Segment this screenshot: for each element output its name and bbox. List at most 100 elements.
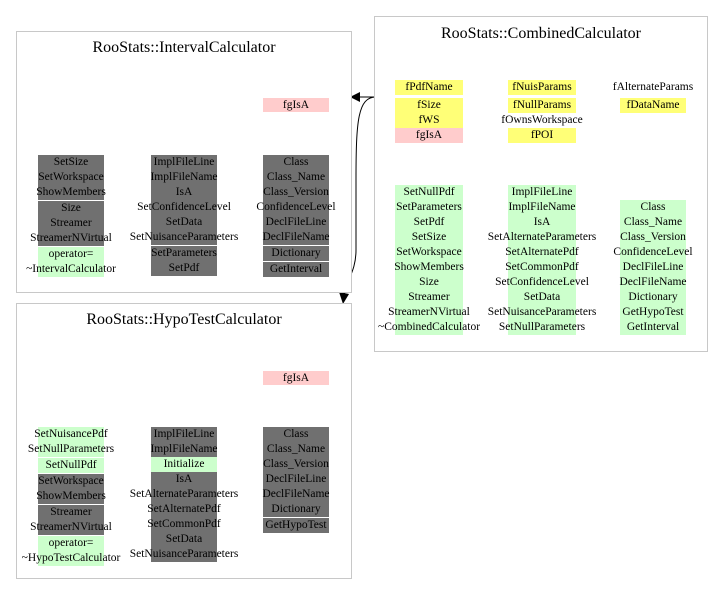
method: StreamerNVirtual: [388, 305, 470, 320]
method: ImplFileLine: [508, 185, 576, 200]
member: fPOI: [508, 128, 576, 143]
method: ~HypoTestCalculator: [21, 551, 121, 566]
method: IsA: [151, 472, 217, 487]
method: SetNullPdf: [395, 185, 463, 200]
method: operator=: [38, 535, 104, 551]
method: SetConfidenceLevel: [137, 200, 231, 215]
method: SetData: [508, 290, 576, 305]
method: SetNullParameters: [498, 320, 586, 335]
method: SetAlternatePdf: [505, 245, 579, 260]
method: GetHypoTest: [620, 305, 686, 320]
member-column-a2: fNuisParams: [508, 80, 576, 95]
method: SetSize: [395, 230, 463, 245]
tag-column: fgIsA: [263, 98, 329, 112]
method: SetNuisanceParameters: [129, 547, 239, 562]
method: Class: [263, 427, 329, 442]
class-title: RooStats::HypoTestCalculator: [86, 311, 282, 328]
method: Class_Name: [263, 170, 329, 185]
method: Streamer: [38, 504, 104, 520]
method-column-1: SetNullPdf SetParameters SetPdf SetSize …: [377, 185, 481, 335]
tag-column: fgIsA: [263, 371, 329, 385]
method: IsA: [151, 185, 217, 200]
method-column-3: Class Class_Name Class_Version DeclFileL…: [262, 427, 330, 533]
method: DeclFileName: [619, 275, 687, 290]
method: SetWorkspace: [395, 245, 463, 260]
member-column-b1: fSize fWS fgIsA: [395, 98, 463, 143]
class-title: RooStats::IntervalCalculator: [92, 39, 276, 56]
method: Dictionary: [620, 290, 686, 305]
method: ~IntervalCalculator: [26, 262, 116, 277]
method: ConfidenceLevel: [256, 200, 336, 215]
method: ~CombinedCalculator: [377, 320, 481, 335]
method: Size: [395, 275, 463, 290]
member: fPdfName: [395, 80, 463, 95]
method: SetNuisanceParameters: [129, 230, 239, 245]
method-column-2: ImplFileLine ImplFileName Initialize IsA…: [129, 427, 239, 562]
method: Streamer: [38, 216, 104, 231]
method: SetAlternatePdf: [147, 502, 221, 517]
method: Class: [620, 200, 686, 215]
member: fSize: [395, 98, 463, 113]
method-column-1: SetNuisancePdf SetNullParameters SetNull…: [21, 427, 121, 566]
method: SetParameters: [151, 245, 217, 261]
method: ImplFileName: [150, 170, 218, 185]
method: ImplFileLine: [151, 427, 217, 442]
method: SetPdf: [395, 215, 463, 230]
method: SetCommonPdf: [147, 517, 221, 532]
method: SetPdf: [151, 261, 217, 276]
method: DeclFileName: [262, 487, 330, 502]
member: fNuisParams: [508, 80, 576, 95]
method: IsA: [508, 215, 576, 230]
method: SetWorkspace: [38, 473, 104, 489]
member: fNullParams: [508, 98, 576, 113]
method: GetInterval: [620, 320, 686, 335]
method: Streamer: [395, 290, 463, 305]
hypotest-calculator-box: RooStats::HypoTestCalculator fgIsA SetNu…: [16, 303, 352, 579]
method-column-3: Class Class_Name Class_Version Confidenc…: [256, 155, 336, 277]
member-fgIsA: fgIsA: [263, 98, 329, 112]
method-column-2: ImplFileLine ImplFileName IsA SetConfide…: [129, 155, 239, 276]
method: Class_Version: [620, 230, 686, 245]
method: SetAlternateParameters: [487, 230, 597, 245]
member-column-a3: fAlternateParams: [613, 80, 693, 95]
combined-calculator-box: RooStats::CombinedCalculator fPdfName fN…: [374, 16, 708, 352]
method: ImplFileName: [508, 200, 576, 215]
method-column-3: Class Class_Name Class_Version Confidenc…: [613, 200, 693, 335]
class-title: RooStats::CombinedCalculator: [441, 25, 641, 42]
method: SetData: [151, 532, 217, 547]
method: SetNullParameters: [27, 442, 115, 457]
method: StreamerNVirtual: [30, 231, 112, 246]
method: SetNullPdf: [38, 457, 104, 473]
method: SetNuisanceParameters: [487, 305, 597, 320]
method-column-2: ImplFileLine ImplFileName IsA SetAlterna…: [487, 185, 597, 335]
method: GetInterval: [263, 261, 329, 277]
method: ShowMembers: [36, 489, 106, 504]
method: DeclFileLine: [620, 260, 686, 275]
member: fOwnsWorkspace: [501, 114, 583, 126]
method: SetCommonPdf: [505, 260, 579, 275]
method: Dictionary: [263, 245, 329, 261]
method: SetNuisancePdf: [34, 427, 108, 442]
member: fWS: [395, 113, 463, 128]
member-column-b2: fNullParams fOwnsWorkspace fPOI: [501, 98, 583, 143]
method: DeclFileLine: [263, 215, 329, 230]
method: Class: [263, 155, 329, 170]
method: DeclFileLine: [263, 472, 329, 487]
method-column-1: SetSize SetWorkspace ShowMembers Size St…: [26, 155, 116, 277]
method: ImplFileLine: [151, 155, 217, 170]
method: SetWorkspace: [38, 170, 104, 185]
method: ImplFileName: [150, 442, 218, 457]
method: SetAlternateParameters: [129, 487, 239, 502]
member: fDataName: [620, 98, 686, 113]
method: Class_Version: [263, 185, 329, 200]
method: Class_Name: [620, 215, 686, 230]
method: ShowMembers: [394, 260, 464, 275]
arrow-head-interval: [350, 92, 360, 102]
method: SetParameters: [395, 200, 463, 215]
method: ConfidenceLevel: [613, 245, 693, 260]
method: StreamerNVirtual: [30, 520, 112, 535]
member-fgIsA: fgIsA: [263, 371, 329, 385]
member-column-b3: fDataName: [620, 98, 686, 113]
method: operator=: [38, 246, 104, 262]
method: Initialize: [151, 457, 217, 472]
